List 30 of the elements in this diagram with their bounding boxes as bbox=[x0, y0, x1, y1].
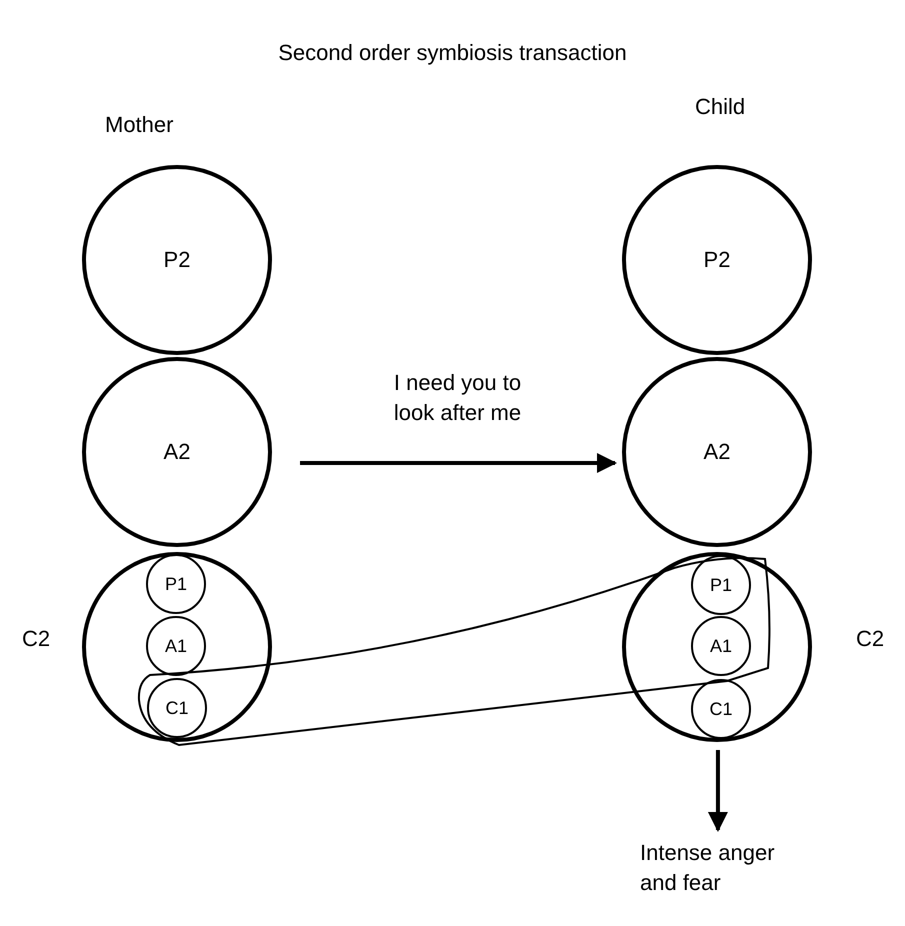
inner-ego-state-circle bbox=[691, 616, 751, 676]
ego-state-label: A2 bbox=[704, 439, 730, 465]
outcome-text: Intense anger and fear bbox=[640, 839, 776, 897]
ego-state-label: C1 bbox=[165, 698, 188, 718]
ego-state-label: P2 bbox=[704, 247, 730, 273]
arrow bbox=[708, 750, 728, 832]
ego-state-label: A2 bbox=[164, 439, 190, 465]
ego-state-circle bbox=[82, 552, 272, 742]
ego-state-label: C2 bbox=[856, 626, 884, 652]
ego-state-label: A1 bbox=[710, 636, 732, 656]
diagram-title: Second order symbiosis transaction bbox=[277, 40, 628, 66]
ego-state-circle bbox=[622, 165, 812, 355]
ego-state-circle bbox=[622, 357, 812, 547]
inner-ego-state-circle bbox=[147, 678, 207, 738]
inner-ego-state-circle bbox=[691, 679, 751, 739]
ego-state-circle bbox=[82, 357, 272, 547]
arrow bbox=[300, 453, 617, 473]
ego-state-label: C1 bbox=[709, 698, 732, 720]
ego-state-label: P1 bbox=[710, 574, 732, 596]
inner-ego-state-circle bbox=[691, 555, 751, 615]
ego-state-label: C2 bbox=[22, 626, 50, 652]
ego-state-circle bbox=[82, 165, 272, 355]
inner-ego-state-circle bbox=[146, 554, 206, 614]
ego-state-circle bbox=[622, 552, 812, 742]
ego-state-label: P2 bbox=[164, 247, 190, 273]
ego-state-label: P1 bbox=[164, 574, 188, 594]
inner-ego-state-circle bbox=[146, 616, 206, 676]
ego-state-label: A1 bbox=[164, 636, 188, 656]
person-label: Mother bbox=[105, 112, 174, 138]
person-label: Child bbox=[695, 94, 746, 120]
